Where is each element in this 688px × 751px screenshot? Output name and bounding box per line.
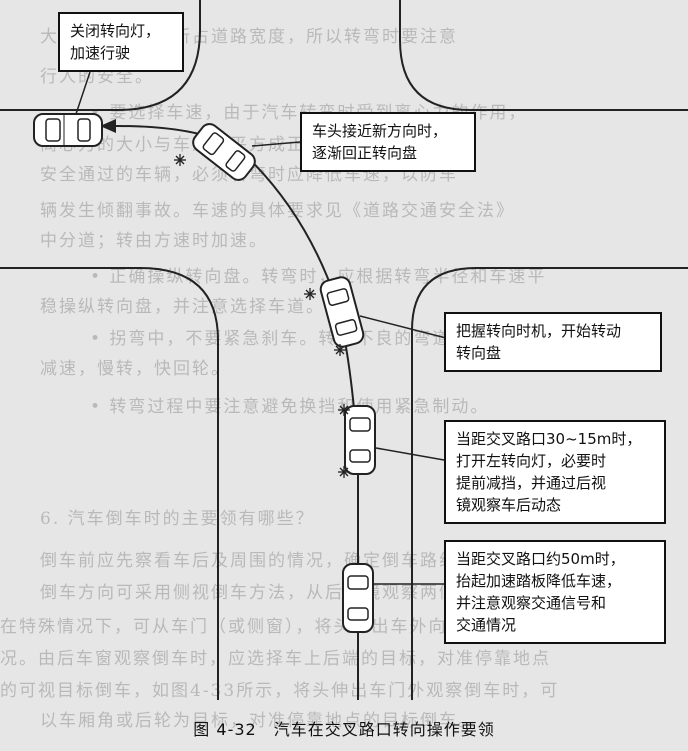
flash-icon bbox=[334, 344, 346, 356]
callout-signal-left: 当距交叉路口30~15m时， 打开左转向灯，必要时 提前减挡，并通过后视 镜观察… bbox=[444, 420, 666, 524]
background-text-line: 倒车前应先察看车后及周围的情况，确定倒车路线和停靠地点。 bbox=[40, 551, 572, 571]
leader-line-c3 bbox=[359, 315, 447, 339]
car-start-turn bbox=[319, 276, 365, 348]
background-text-line: 中分道；转由方速时加速。 bbox=[40, 231, 268, 251]
background-text-line: 6. 汽车倒车时的主要领有哪些？ bbox=[40, 509, 315, 529]
flash-icon bbox=[174, 154, 186, 166]
background-text-line: 在特殊情况下，可从车门（或侧窗），将头伸出车外向后观察情 bbox=[0, 617, 524, 637]
background-text-line: 减速，慢转，快回轮。 bbox=[40, 359, 230, 379]
callout-close-signal: 关闭转向灯， 加速行驶 bbox=[58, 12, 184, 72]
background-text-line: 倒车方向可采用侧视倒车方法，从后视镜观察两侧情况； bbox=[40, 583, 515, 603]
background-text-line: 行人的安全。 bbox=[40, 67, 154, 87]
background-text-line: • 转弯过程中要注意避免换挡和使用紧急制动。 bbox=[90, 397, 490, 417]
leader-line-c1 bbox=[75, 71, 91, 115]
callout-start-turning: 把握转向时机，开始转动 转向盘 bbox=[444, 312, 662, 372]
road-edge-top-left bbox=[0, 0, 201, 111]
flash-icon bbox=[338, 404, 350, 416]
leader-line-c2 bbox=[251, 141, 301, 147]
road-edge-bottom-left bbox=[0, 267, 219, 700]
road-edge-bottom-right bbox=[411, 267, 688, 700]
car-signaling bbox=[344, 405, 376, 475]
callout-return-wheel: 车头接近新方向时， 逐渐回正转向盘 bbox=[300, 112, 476, 172]
path-arrow-head bbox=[100, 119, 116, 133]
flash-icon bbox=[338, 466, 350, 478]
flash-icon bbox=[304, 288, 316, 300]
background-text-line: 稳操纵转向盘，并注意选择车道。 bbox=[40, 297, 325, 317]
background-text-line: 以车厢角或后轮为目标，对准停靠地点的目标倒车。 bbox=[40, 711, 477, 731]
figure-caption: 图 4-32 汽车在交叉路口转向操作要领 bbox=[193, 720, 495, 739]
turning-path-line bbox=[109, 124, 359, 700]
car-returning-wheel bbox=[192, 123, 256, 181]
turn-signal-flashes bbox=[174, 154, 350, 478]
road-edge-top-right bbox=[399, 0, 688, 111]
callout-slow-down: 当距交叉路口约50m时， 抬起加速踏板降低车速， 并注意观察交通信号和 交通情况 bbox=[444, 540, 666, 644]
car-approaching bbox=[342, 563, 374, 633]
background-text-line: 的可视目标倒车，如图4-33所示，将头伸出车门外观察倒车时，可 bbox=[0, 681, 560, 701]
car-exit bbox=[33, 113, 103, 147]
background-text-line: 辆发生倾翻事故。车速的具体要求见《道路交通安全法》 bbox=[40, 201, 515, 221]
leader-line-c4 bbox=[375, 447, 445, 461]
